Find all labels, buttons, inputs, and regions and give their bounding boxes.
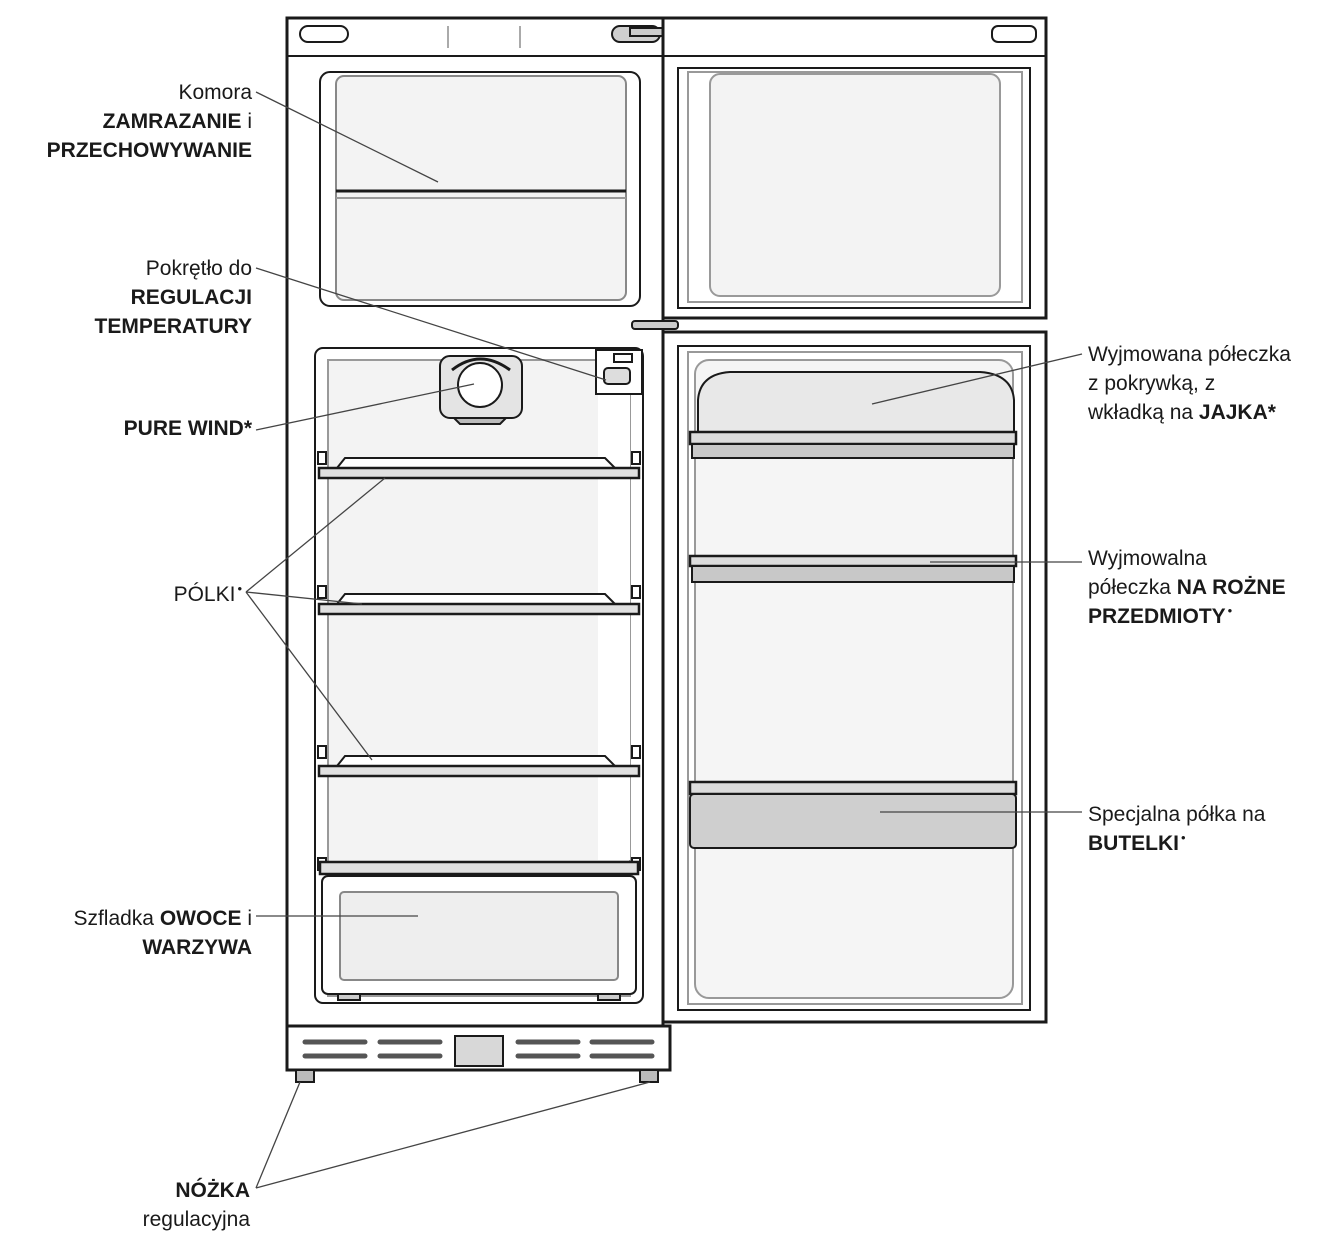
crisper-drawer-window (339, 891, 619, 981)
shelf (317, 755, 641, 778)
shelf-rail (317, 585, 327, 599)
leader-purewind (255, 383, 475, 431)
bottle-shelf (689, 793, 1017, 849)
leader-shelves (245, 591, 373, 761)
pure-wind-fan-base (451, 417, 509, 425)
label-freezer-line1: Komora (178, 81, 252, 104)
thermostat-knob (603, 367, 631, 385)
leader-feet (255, 1081, 651, 1189)
shelf-rail (631, 585, 641, 599)
cabinet-top-vent-left (299, 25, 349, 43)
misc-shelf-front (691, 565, 1015, 583)
leader-freezer (255, 91, 439, 183)
label-bottle-shelf: Specjalna półka na BUTELKI• (1088, 803, 1266, 855)
misc-shelf (688, 554, 1018, 568)
pure-wind-fan-dial (457, 362, 503, 408)
adjustable-foot-left (295, 1069, 315, 1083)
thermostat-indicator (613, 353, 633, 363)
label-thermostat: Pokrętło do REGULACJI TEMPERATURY (95, 254, 253, 341)
label-freezer-bold2: PRZECHOWYWANIE (46, 139, 252, 162)
shelf (317, 457, 641, 480)
shelf-rail (631, 745, 641, 759)
shelf-rail (317, 745, 327, 759)
label-misc-shelf: Wyjmowalna półeczka NA ROŻNE PRZEDMIOTY• (1088, 547, 1286, 628)
leader-feet (255, 1081, 301, 1189)
label-thermostat-line1: Pokrętło do (145, 257, 252, 280)
freezer-inner (335, 75, 627, 301)
shelf-rail (317, 451, 327, 465)
leader-thermostat (255, 267, 607, 381)
leader-egg-shelf (871, 353, 1083, 405)
label-freezer: Komora ZAMRAZANIE i PRZECHOWYWANIE (47, 78, 252, 165)
adjustable-foot-right (639, 1069, 659, 1083)
grille-plate (454, 1035, 504, 1067)
egg-shelf (688, 430, 1018, 446)
label-crisper: Szfladka OWOCE i WARZYWA (73, 907, 252, 959)
label-feet: NÓŻKA regulacyjna (142, 1179, 250, 1231)
shelf-rail (631, 451, 641, 465)
freezer-door-panel (709, 73, 1001, 297)
label-egg-shelf: Wyjmowana półeczka z pokrywką, z wkładką… (1088, 343, 1291, 424)
crisper-foot (337, 993, 361, 1001)
pure-wind-fan-arc (451, 357, 511, 372)
bottle-shelf-top (688, 780, 1018, 796)
crisper-cover (318, 860, 640, 876)
leader-shelves (245, 591, 363, 605)
egg-shelf-lid (697, 371, 1015, 433)
freezer-door-handle (991, 25, 1037, 43)
crisper-foot (597, 993, 621, 1001)
egg-shelf-front (691, 443, 1015, 459)
grille-slots (302, 1039, 655, 1059)
leader-shelves (245, 477, 386, 593)
label-freezer-bold: ZAMRAZANIE (102, 110, 242, 133)
label-purewind: PURE WIND* (123, 417, 252, 440)
middle-hinge (631, 320, 679, 330)
shelf (317, 593, 641, 616)
asterisk-marker: • (237, 581, 242, 596)
label-shelves: PÓLKI• (173, 581, 242, 606)
